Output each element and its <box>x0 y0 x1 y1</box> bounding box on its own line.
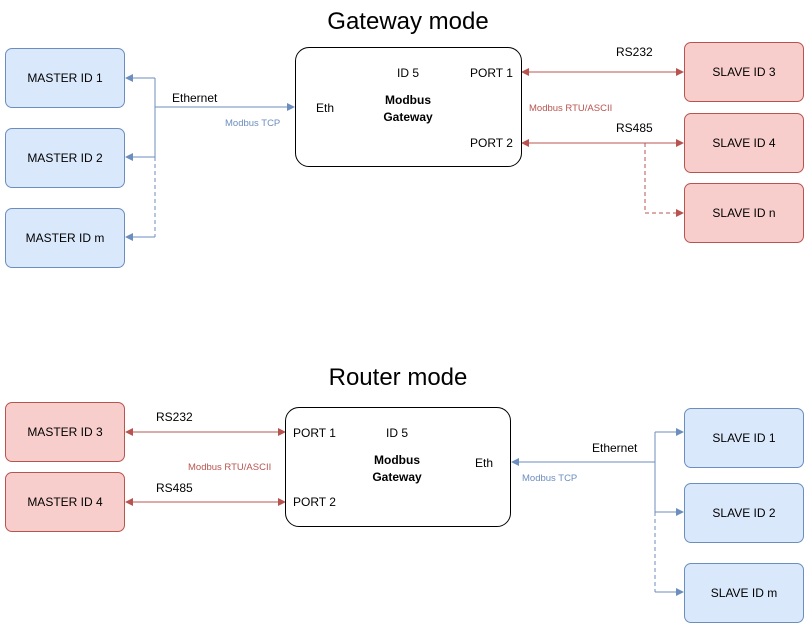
rt-slave-2: SLAVE ID 2 <box>684 483 804 543</box>
rt-master-3: MASTER ID 3 <box>5 402 125 462</box>
gw-port-1: PORT 1 <box>470 66 513 80</box>
rt-gateway-node <box>285 407 511 527</box>
rt-port-2: PORT 2 <box>293 495 336 509</box>
gw-eth-port: Eth <box>316 101 335 115</box>
gw-gateway-node <box>295 47 522 167</box>
gw-slave-4: SLAVE ID 4 <box>684 113 804 173</box>
rt-modbus-tcp-label: Modbus TCP <box>522 473 578 484</box>
gw-master-m: MASTER ID m <box>5 208 125 268</box>
gw-rs485-label: RS485 <box>616 121 653 135</box>
gw-modbus-tcp-label: Modbus TCP <box>225 118 281 129</box>
gw-node-name-line1: Modbus <box>385 93 431 107</box>
rt-eth-port: Eth <box>475 456 494 470</box>
rt-node-name-line2: Gateway <box>372 470 422 484</box>
gw-node-name: Modbus Gateway <box>368 92 448 126</box>
rt-rs485-label: RS485 <box>156 481 193 495</box>
gateway-mode-title: Gateway mode <box>327 8 489 35</box>
rt-master-4: MASTER ID 4 <box>5 472 125 532</box>
rt-node-name: Modbus Gateway <box>357 452 437 486</box>
rt-node-id: ID 5 <box>386 426 409 440</box>
gw-slave-n: SLAVE ID n <box>684 183 804 243</box>
gw-rs232-label: RS232 <box>616 45 653 59</box>
rt-modbus-rtu-label: Modbus RTU/ASCII <box>188 462 272 473</box>
rt-ethernet-label: Ethernet <box>592 441 638 455</box>
gw-master-1: MASTER ID 1 <box>5 48 125 108</box>
rt-slave-m: SLAVE ID m <box>684 563 804 623</box>
gw-master-2: MASTER ID 2 <box>5 128 125 188</box>
rt-rs232-label: RS232 <box>156 410 193 424</box>
gw-node-name-line2: Gateway <box>383 110 433 124</box>
gw-rs485-branch-dashed <box>644 143 684 217</box>
rt-slave-1: SLAVE ID 1 <box>684 408 804 468</box>
gw-node-id: ID 5 <box>397 66 420 80</box>
rt-port-1: PORT 1 <box>293 426 336 440</box>
rt-node-name-line1: Modbus <box>374 453 420 467</box>
gw-port-2: PORT 2 <box>470 136 513 150</box>
router-mode-title: Router mode <box>328 364 468 391</box>
gw-modbus-rtu-label: Modbus RTU/ASCII <box>529 103 613 114</box>
gw-ethernet-label: Ethernet <box>172 91 218 105</box>
gw-slave-3: SLAVE ID 3 <box>684 42 804 102</box>
